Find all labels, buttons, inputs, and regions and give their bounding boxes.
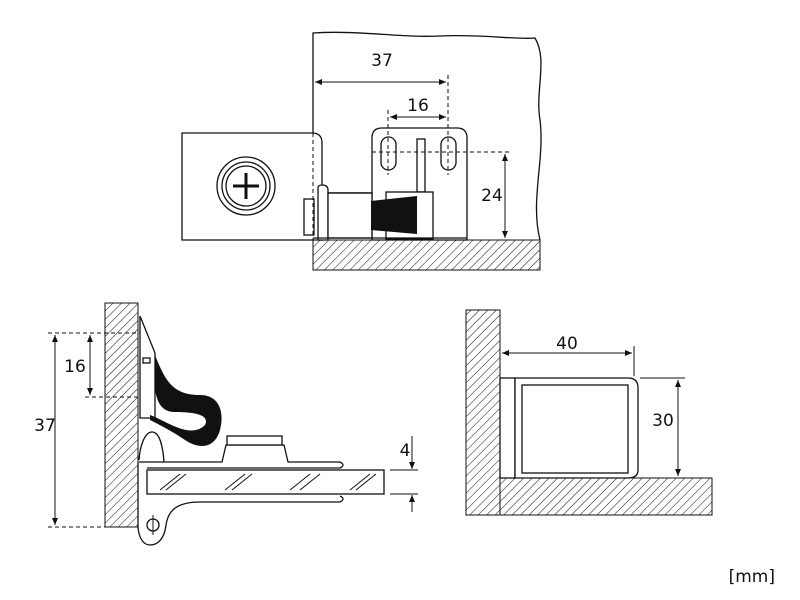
wall-hatch	[465, 309, 501, 516]
stopper-box	[514, 377, 639, 479]
dim-width-label: 37	[371, 51, 393, 71]
dim-width-label: 40	[556, 334, 578, 354]
floor-hatch	[499, 477, 713, 516]
top-view: 37 16 24	[181, 31, 542, 271]
shelf-support	[139, 444, 344, 469]
dim-slot-spacing-label: 16	[407, 96, 429, 116]
unit-label: [mm]	[729, 567, 775, 587]
dim-shelf-label: 4	[400, 441, 411, 461]
dim-height-label: 30	[652, 411, 674, 431]
box-view: 40 30	[465, 309, 713, 516]
cabinet-side-outline	[312, 31, 542, 241]
clip	[303, 198, 315, 236]
rubber-seal	[150, 355, 222, 446]
rubber-stopper	[371, 196, 417, 234]
dim-total-label: 37	[34, 416, 56, 436]
glass-shelf	[146, 469, 385, 495]
wall-hatch	[104, 302, 139, 528]
dim-height-label: 24	[481, 186, 503, 206]
latch	[317, 184, 329, 241]
mount-plate	[139, 315, 156, 419]
floor-hatch	[312, 239, 541, 271]
side-view: 37 16 4	[34, 302, 418, 546]
screw-icon	[216, 156, 276, 216]
dim-upper-label: 16	[64, 357, 86, 377]
